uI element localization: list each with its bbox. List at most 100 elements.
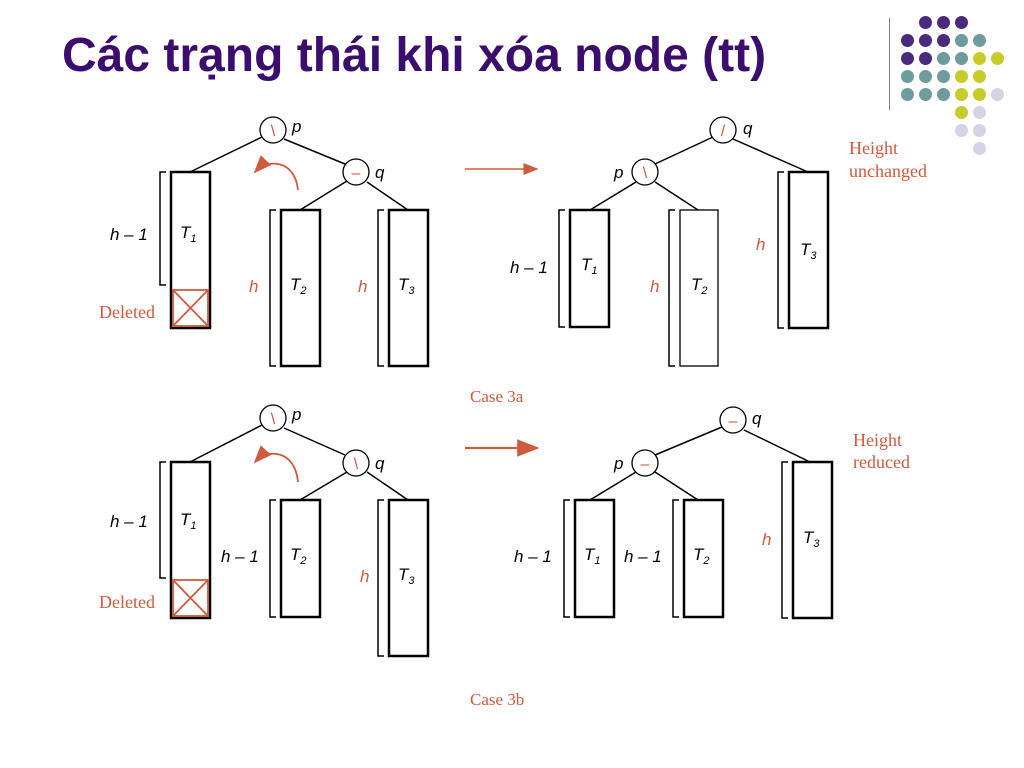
height-note: Height [849, 138, 898, 158]
height-label: h [762, 530, 771, 549]
decor-dot [973, 70, 986, 83]
subtree-t2 [279, 498, 322, 619]
decor-dot [919, 70, 932, 83]
decor-dot [955, 52, 968, 65]
decor-dot [901, 52, 914, 65]
height-label: h – 1 [110, 512, 148, 531]
subtree-t2 [682, 498, 725, 619]
balance-sign: – [641, 456, 650, 473]
subtree-label: T1 [584, 545, 601, 567]
height-label: h – 1 [514, 547, 552, 566]
node-label: p [613, 454, 623, 473]
height-label: h – 1 [221, 547, 259, 566]
title-divider [889, 18, 890, 110]
slide-title: Các trạng thái khi xóa node (tt) [62, 29, 767, 82]
decor-dot [955, 124, 968, 137]
subtree-label: T3 [398, 565, 415, 587]
node-q [709, 116, 737, 144]
decor-dot [955, 34, 968, 47]
height-note: Height [853, 430, 902, 450]
rotation-arrow-icon [253, 155, 299, 191]
node-q [342, 158, 370, 186]
node-label: p [613, 163, 623, 182]
case-b-before-tree: \ p \ q h – 1 T1 Deleted h – 1 T2 h T3 [99, 404, 430, 658]
rotation-arrow-icon [253, 445, 299, 483]
node-p [259, 404, 287, 432]
decor-dot [973, 142, 986, 155]
subtree-t2 [679, 209, 719, 367]
subtree-label: T2 [691, 275, 708, 297]
subtree-t2 [279, 208, 322, 368]
deleted-label: Deleted [99, 302, 155, 322]
balance-sign: \ [271, 123, 276, 140]
node-p [631, 158, 659, 186]
subtree-label: T1 [581, 255, 598, 277]
subtree-t3 [791, 460, 834, 620]
balance-sign: – [729, 413, 738, 430]
case-caption: Case 3a [470, 387, 524, 406]
decor-dot [991, 88, 1004, 101]
decor-dot [937, 16, 950, 29]
subtree-label: T1 [180, 223, 197, 245]
decor-dot [973, 124, 986, 137]
subtree-label: T2 [290, 275, 307, 297]
node-p [631, 449, 659, 477]
decor-dot [901, 34, 914, 47]
decor-dot [919, 16, 932, 29]
node-label: p [291, 405, 301, 424]
decor-dot [973, 52, 986, 65]
height-note: unchanged [849, 161, 927, 181]
decor-dot [937, 52, 950, 65]
height-label: h – 1 [110, 225, 148, 244]
decor-dot [955, 16, 968, 29]
node-label: q [375, 454, 385, 473]
decor-dot [973, 106, 986, 119]
deleted-label: Deleted [99, 592, 155, 612]
decor-dot [937, 34, 950, 47]
decor-dot [919, 88, 932, 101]
decor-dot [919, 34, 932, 47]
balance-sign: \ [643, 165, 648, 182]
height-label: h [650, 277, 659, 296]
case-a-after-tree: / q \ p h – 1 T1 h T2 h T3 [510, 116, 830, 367]
decor-dot [955, 88, 968, 101]
subtree-t1 [568, 208, 611, 329]
subtree-label: T2 [290, 545, 307, 567]
subtree-label: T3 [803, 528, 820, 550]
height-label: h [756, 235, 765, 254]
height-note: reduced [853, 452, 910, 472]
node-p [259, 116, 287, 144]
node-label: q [743, 119, 753, 138]
node-label: p [291, 117, 301, 136]
decorative-dot-grid [900, 12, 1020, 172]
subtree-t3 [387, 208, 430, 368]
height-label: h [249, 277, 258, 296]
balance-sign: \ [271, 411, 276, 428]
balance-sign: – [352, 165, 361, 182]
subtree-label: T3 [398, 275, 415, 297]
node-q [342, 449, 370, 477]
subtree-label: T1 [180, 510, 197, 532]
balance-sign: \ [354, 456, 359, 473]
decor-dot [973, 34, 986, 47]
height-bracket [159, 171, 166, 286]
height-label: h [360, 567, 369, 586]
decor-dot [955, 106, 968, 119]
subtree-t3 [387, 498, 430, 658]
height-label: h [358, 277, 367, 296]
decor-dot [901, 70, 914, 83]
subtree-label: T3 [800, 240, 817, 262]
node-label: q [375, 163, 385, 182]
case-caption: Case 3b [470, 690, 524, 709]
decor-dot [955, 70, 968, 83]
decor-dot [937, 70, 950, 83]
subtree-t3 [787, 170, 830, 330]
height-label: h – 1 [624, 547, 662, 566]
decor-dot [973, 88, 986, 101]
decor-dot [919, 52, 932, 65]
subtree-t1 [573, 498, 616, 619]
case-a-before-tree: \ p – q h – 1 T1 Deleted h T2 h T3 [99, 116, 430, 368]
node-label: q [752, 409, 762, 428]
decor-dot [901, 88, 914, 101]
